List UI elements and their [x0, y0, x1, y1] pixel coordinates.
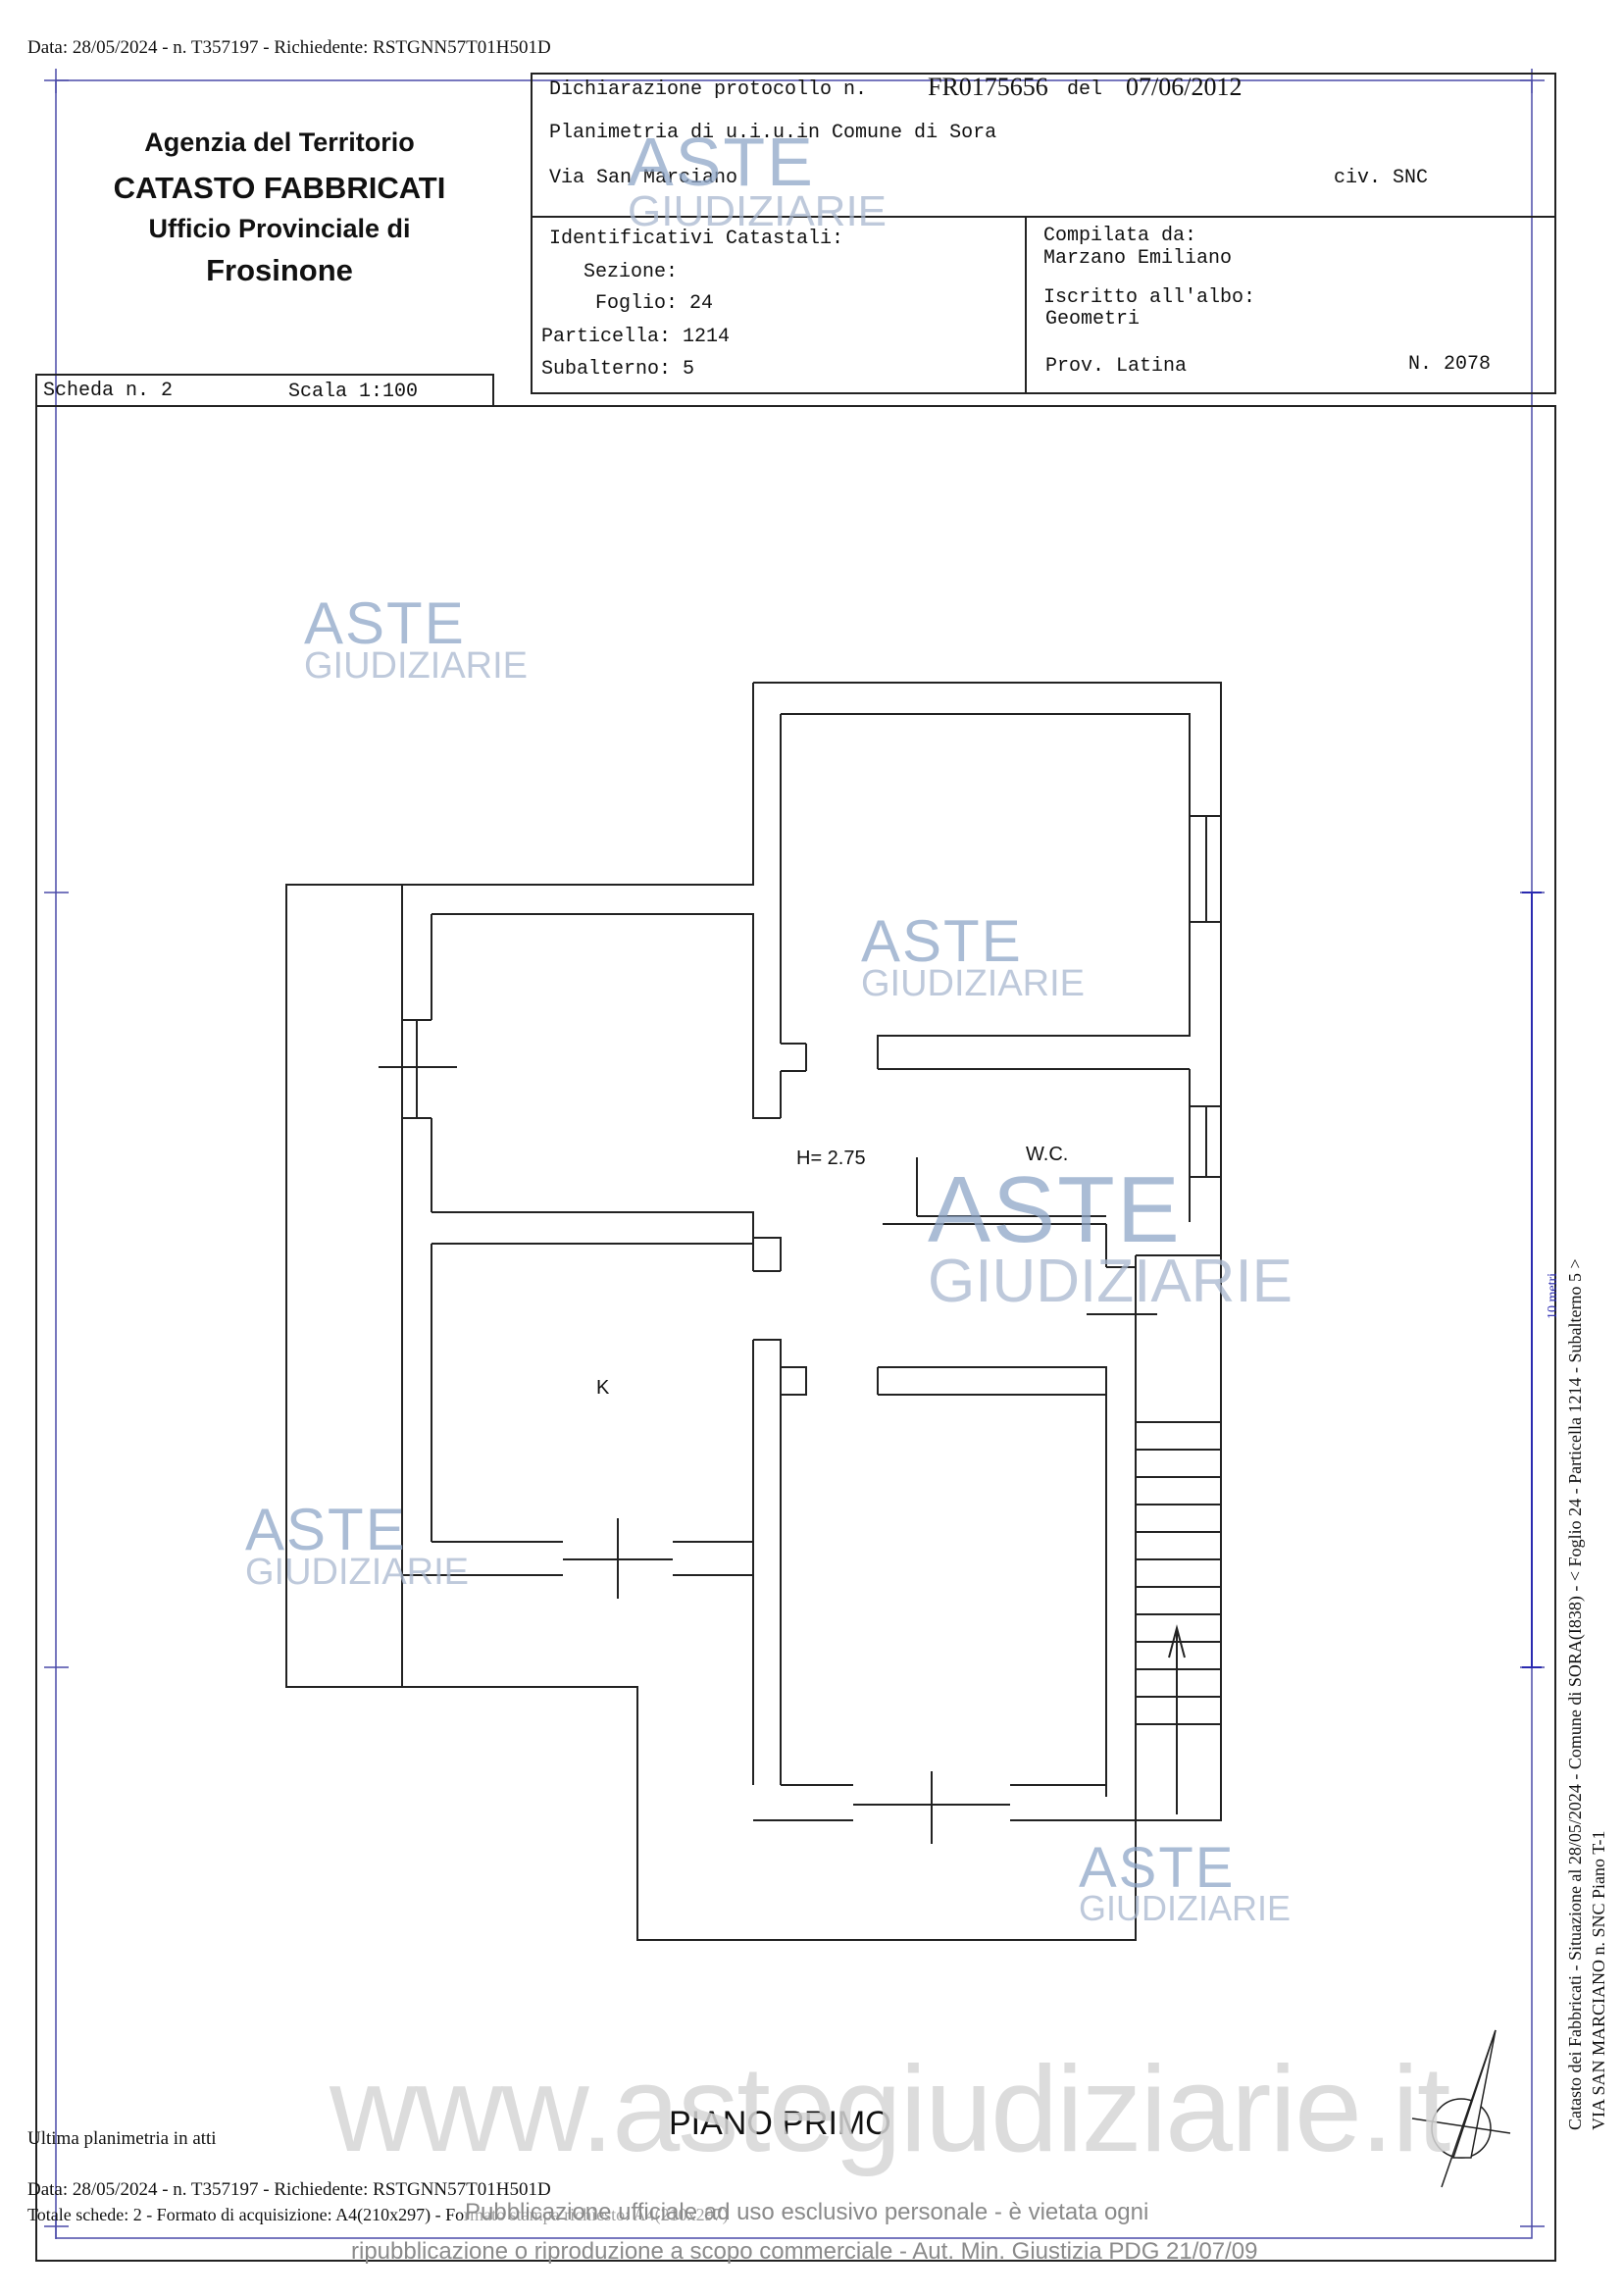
usage-notice-line1: Pubblicazione ufficiale ad uso esclusivo…: [465, 2199, 1149, 2226]
north-arrow: [1411, 2029, 1511, 2188]
agency-name: Agenzia del Territorio: [144, 128, 415, 157]
subalterno: Subalterno: 5: [541, 358, 695, 381]
foglio: Foglio: 24: [595, 292, 714, 315]
protocol-number: FR0175656: [928, 73, 1048, 101]
sezione: Sezione:: [584, 261, 679, 283]
side-info-line2: VIA SAN MARCIANO n. SNC Piano T-1: [1589, 1830, 1608, 2130]
request-header: Data: 28/05/2024 - n. T357197 - Richiede…: [27, 37, 551, 58]
planimetria-line: Planimetria di u.i.u.in Comune di Sora: [549, 122, 997, 144]
site-watermark: www.astegiudiziarie.it: [330, 2042, 1450, 2177]
catasto-title: CATASTO FABBRICATI: [113, 171, 446, 205]
protocol-date: 07/06/2012: [1126, 73, 1243, 101]
civic-number: civ. SNC: [1334, 167, 1429, 189]
identifiers-title: Identificativi Catastali:: [549, 228, 844, 250]
side-info-line1: Catasto dei Fabbricati - Situazione al 2…: [1565, 1258, 1585, 2130]
albo-label: Iscritto all'albo:: [1043, 286, 1256, 309]
drawing-box: [35, 405, 1556, 2262]
protocol-date-label: del: [1067, 78, 1103, 101]
kitchen-label: K: [596, 1377, 610, 1399]
request-footer: Data: 28/05/2024 - n. T357197 - Richiede…: [27, 2179, 551, 2200]
height-label: H= 2.75: [796, 1148, 866, 1169]
province-name: Frosinone: [206, 253, 353, 287]
albo-value: Geometri: [1045, 308, 1141, 331]
wc-label: W.C.: [1026, 1144, 1069, 1165]
address: Via San Marciano: [549, 167, 738, 189]
scheda-number: Scheda n. 2: [43, 380, 174, 402]
scale-bar-label: 10 metri: [1546, 1272, 1560, 1319]
ufficio-label: Ufficio Provinciale di: [148, 214, 411, 243]
compiler-label: Compilata da:: [1043, 225, 1197, 247]
particella: Particella: 1214: [541, 326, 731, 348]
registry-number: N. 2078: [1408, 353, 1492, 376]
usage-notice-line2: ripubblicazione o riproduzione a scopo c…: [351, 2238, 1258, 2265]
compiler-name: Marzano Emiliano: [1043, 247, 1233, 270]
protocol-label: Dichiarazione protocollo n.: [549, 78, 868, 101]
outer-wall: [285, 682, 1222, 1941]
province-registry: Prov. Latina: [1045, 355, 1188, 378]
compiler-box: [1025, 216, 1556, 394]
floor-title: PIANO PRIMO: [669, 2105, 891, 2142]
scale: Scala 1:100: [288, 381, 419, 403]
last-plan-note: Ultima planimetria in atti: [27, 2128, 217, 2149]
